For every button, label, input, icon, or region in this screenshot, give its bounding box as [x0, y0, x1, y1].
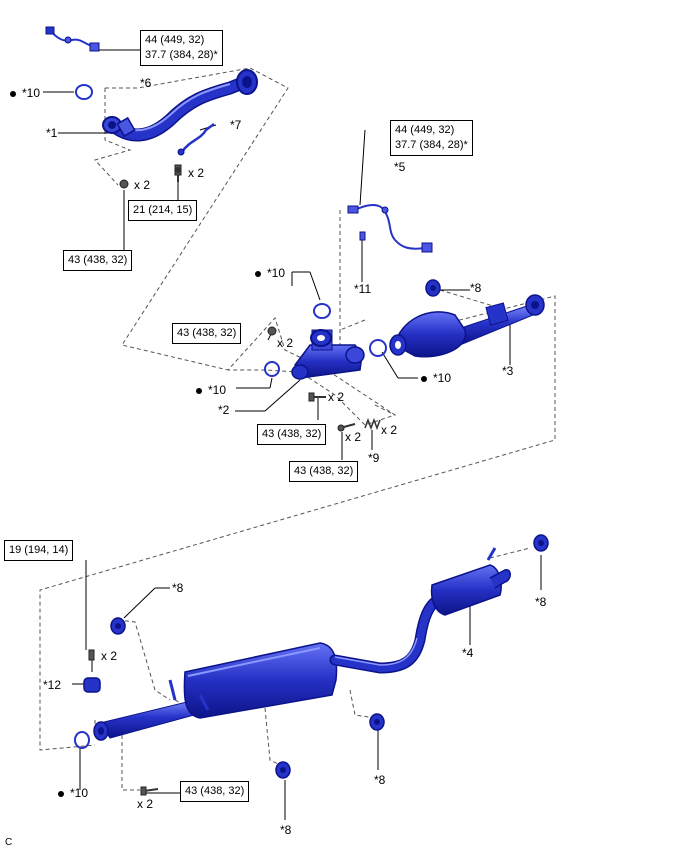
torque-spec-line: 44 (449, 32) — [145, 34, 205, 46]
callout-1: *1 — [46, 126, 58, 140]
bolt-mid — [308, 392, 326, 402]
quantity-nut-upper: x 2 — [134, 178, 151, 192]
front-exhaust-pipe — [102, 69, 258, 142]
gasket-10-lower — [74, 731, 90, 749]
callout-7: *7 — [230, 118, 242, 132]
hanger-8-lower-right — [533, 534, 549, 552]
gasket-10-mid-right — [369, 339, 387, 357]
bolt-lower — [140, 786, 159, 796]
bullet-icon — [421, 375, 427, 382]
torque-spec-sensor-mid: 44 (449, 32) 37.7 (384, 28)* — [390, 120, 473, 156]
torque-spec-nut-upper: 43 (438, 32) — [63, 250, 133, 271]
hanger-8-lower-left — [110, 617, 126, 635]
hanger-8-mid — [425, 279, 441, 297]
torque-spec-stud-mid: 43 (438, 32) — [289, 461, 359, 482]
callout-8-lower-left: *8 — [172, 581, 184, 595]
quantity-spring: x 2 — [381, 423, 398, 437]
callout-4: *4 — [462, 646, 474, 660]
nut-mid — [267, 326, 277, 336]
quantity-bolt-lower: x 2 — [137, 797, 154, 811]
hanger-8-lower-bottom — [275, 761, 291, 779]
stud-bolt-mid — [337, 423, 356, 432]
nut-upper — [119, 179, 129, 189]
callout-2: *2 — [218, 403, 230, 417]
torque-spec-bolt-upper: 21 (214, 15) — [128, 200, 198, 221]
bullet-icon — [58, 790, 64, 797]
gasket-10-mid-top — [313, 303, 331, 319]
callout-10-lower: *10 — [58, 786, 88, 800]
clamp-12 — [83, 649, 101, 693]
bullet-icon — [10, 90, 16, 97]
callout-3: *3 — [502, 364, 514, 378]
torque-spec-line: 37.7 (384, 28)* — [395, 139, 468, 151]
callout-6: *6 — [140, 76, 152, 90]
callout-9: *9 — [368, 451, 380, 465]
sensor-wire-7 — [177, 123, 215, 156]
callout-8-lower-bottom: *8 — [280, 823, 292, 837]
callout-10-upper-text: *10 — [22, 86, 41, 100]
catalytic-converter-3 — [389, 294, 545, 358]
callout-8-lower-right: *8 — [535, 595, 547, 609]
torque-spec-bolt-lower: 43 (438, 32) — [180, 781, 250, 802]
manifold-converter-2 — [291, 329, 365, 380]
gasket-10-upper — [75, 84, 93, 100]
callout-10-mid-top-text: *10 — [267, 266, 286, 280]
bullet-icon — [196, 387, 202, 394]
callout-8-mid: *8 — [470, 281, 482, 295]
torque-spec-line: 37.7 (384, 28)* — [145, 49, 218, 61]
callout-10-mid-top: *10 — [255, 266, 285, 280]
quantity-bolt-upper: x 2 — [188, 166, 205, 180]
gasket-10-mid-left — [264, 361, 280, 377]
figure-code: C — [5, 837, 13, 848]
quantity-stud-mid: x 2 — [345, 430, 362, 444]
upper-oxygen-sensor — [45, 26, 100, 52]
callout-10-lower-text: *10 — [70, 786, 89, 800]
torque-spec-bolt-mid: 43 (438, 32) — [257, 424, 327, 445]
hanger-8-lower-mid — [369, 713, 385, 731]
callout-10-upper: *10 — [10, 86, 40, 100]
torque-spec-nut-mid: 43 (438, 32) — [172, 323, 242, 344]
bullet-icon — [255, 270, 261, 277]
spring-9 — [364, 417, 381, 431]
callout-10-mid-left-text: *10 — [208, 383, 227, 397]
middle-oxygen-sensor — [347, 204, 433, 253]
torque-spec-line: 44 (449, 32) — [395, 124, 455, 136]
bolt-upper — [174, 164, 182, 182]
callout-10-mid-left: *10 — [196, 383, 226, 397]
callout-8-lower-mid: *8 — [374, 773, 386, 787]
callout-10-mid-right-text: *10 — [433, 371, 452, 385]
quantity-bolt-mid: x 2 — [328, 390, 345, 404]
callout-11: *11 — [354, 282, 372, 296]
callout-10-mid-right: *10 — [421, 371, 451, 385]
callout-5: *5 — [394, 160, 406, 174]
torque-spec-clamp-lower: 19 (194, 14) — [4, 540, 74, 561]
quantity-nut-mid: x 2 — [277, 336, 294, 350]
center-pipe-and-muffler-4 — [93, 547, 511, 741]
torque-spec-sensor-upper: 44 (449, 32) 37.7 (384, 28)* — [140, 30, 223, 66]
quantity-clamp-bolt: x 2 — [101, 649, 118, 663]
callout-12: *12 — [43, 678, 62, 692]
